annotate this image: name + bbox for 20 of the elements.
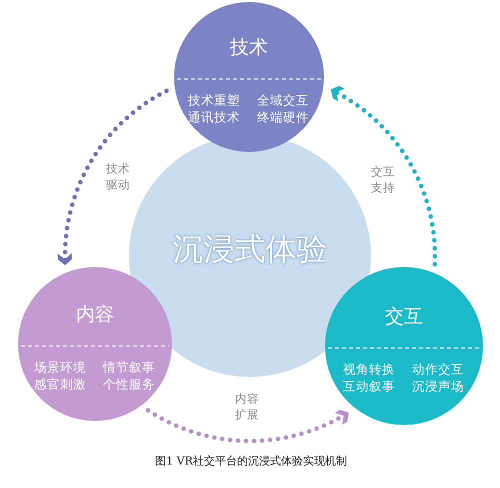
center-title: 沉浸式体验 xyxy=(172,231,328,269)
figure-caption: 图1 VR社交平台的沉浸式体验实现机制 xyxy=(155,454,347,468)
circle-title: 交互 xyxy=(385,306,423,328)
circle-title: 内容 xyxy=(76,304,114,326)
keyword-label: 终端硬件 xyxy=(257,110,309,124)
keyword-label: 场景环境 xyxy=(34,360,86,374)
keyword-label: 视角转换 xyxy=(343,362,395,376)
keyword-label: 个性服务 xyxy=(103,376,155,392)
edge-label: 内容扩展 xyxy=(234,391,260,423)
keyword-label: 情节叙事 xyxy=(103,360,155,374)
keyword-label: 动作交互 xyxy=(412,362,464,376)
keyword-label: 通讯技术 xyxy=(188,110,240,124)
edge-label: 交互支持 xyxy=(370,164,396,196)
keyword-label: 沉浸声场 xyxy=(412,378,464,394)
keyword-label: 感官刺激 xyxy=(34,376,86,392)
keyword-label: 互动叙事 xyxy=(343,378,395,394)
keyword-label: 全域交互 xyxy=(257,92,309,108)
circle-title: 技术 xyxy=(230,36,268,60)
edge-label: 技术驱动 xyxy=(106,161,130,193)
keyword-label: 技术重塑 xyxy=(188,92,240,108)
